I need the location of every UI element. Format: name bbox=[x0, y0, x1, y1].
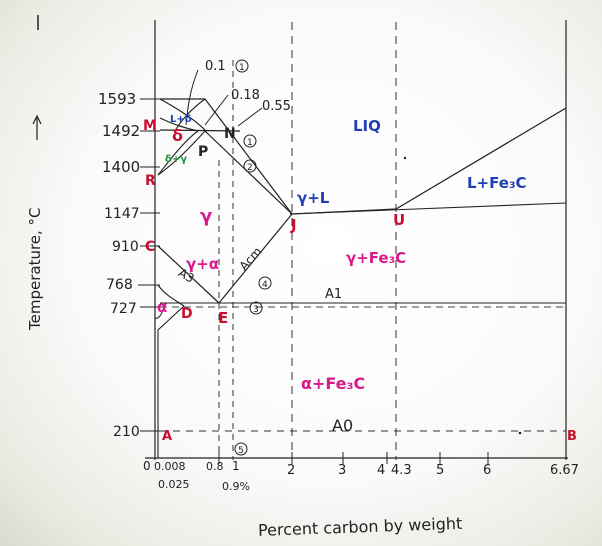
y-tick-727: 727 bbox=[110, 301, 137, 317]
acm-line bbox=[218, 213, 293, 304]
y-tick-1492: 1492 bbox=[102, 122, 140, 140]
region-L-Fe3C: L+Fe₃C bbox=[467, 174, 527, 192]
a3-line bbox=[157, 245, 220, 304]
region-delta-L: L+δ bbox=[170, 114, 192, 125]
x-tick-0008: 0.008 bbox=[154, 460, 186, 473]
point-A: A bbox=[162, 429, 172, 444]
x-tick-5: 5 bbox=[436, 463, 444, 478]
point-D: D bbox=[181, 306, 193, 322]
svg-text:1: 1 bbox=[239, 63, 245, 73]
point-R: R bbox=[145, 173, 156, 189]
circled-4: 4 bbox=[258, 276, 272, 290]
y-axis-arrowhead bbox=[32, 114, 42, 125]
x-tick-0025: 0.025 bbox=[158, 478, 190, 491]
circled-1b: 1 bbox=[243, 134, 257, 148]
label-A1: A1 bbox=[325, 287, 342, 302]
x-tick-3: 3 bbox=[338, 463, 346, 478]
x-tick-2: 2 bbox=[287, 463, 295, 478]
region-alpha: α bbox=[157, 298, 167, 316]
alpha-boundary bbox=[154, 302, 167, 319]
point-J: J bbox=[290, 216, 297, 234]
region-liq: LIQ bbox=[353, 117, 381, 135]
point-U: U bbox=[393, 211, 405, 229]
x-tick-6: 6 bbox=[483, 463, 491, 478]
region-delta-gamma: δ+γ bbox=[165, 154, 187, 165]
x-tick-09pct: 0.9% bbox=[222, 480, 250, 493]
point-M: M bbox=[143, 118, 157, 134]
point-P: P bbox=[198, 144, 208, 160]
point-C: C bbox=[145, 239, 155, 255]
peritectic bbox=[159, 129, 241, 132]
svg-text:4: 4 bbox=[262, 280, 268, 290]
region-gamma-Fe3C: γ+Fe₃C bbox=[346, 249, 406, 267]
point-E: E bbox=[218, 309, 228, 327]
label-A0: A0 bbox=[332, 416, 353, 435]
solidus-l1 bbox=[174, 98, 206, 132]
annot-055: 0.55 bbox=[262, 99, 291, 114]
x-tick-667: 6.67 bbox=[550, 463, 579, 478]
annot-01: 0.1 bbox=[205, 59, 226, 74]
solvus bbox=[157, 305, 185, 458]
label-Acm: Acm bbox=[237, 244, 265, 273]
svg-text:2: 2 bbox=[247, 163, 253, 173]
circled-2: 2 bbox=[243, 159, 257, 173]
svg-text:3: 3 bbox=[253, 305, 259, 315]
y-tick-1147: 1147 bbox=[104, 206, 140, 222]
ink-dot-2 bbox=[403, 156, 407, 160]
x-tick-08: 0.8 bbox=[206, 460, 224, 473]
y-tick-768: 768 bbox=[106, 277, 133, 293]
point-delta: δ bbox=[172, 126, 183, 145]
y-tick-910: 910 bbox=[112, 239, 139, 255]
arrow-018 bbox=[204, 94, 229, 126]
circled-5: 5 bbox=[234, 442, 248, 456]
point-B: B bbox=[567, 429, 577, 444]
label-A3: A3 bbox=[176, 266, 197, 286]
x-tick-43: 4.3 bbox=[391, 463, 412, 478]
y-tick-1593: 1593 bbox=[98, 90, 136, 108]
x-tick-1: 1 bbox=[232, 459, 240, 473]
svg-text:5: 5 bbox=[238, 446, 244, 456]
region-gamma-alpha: γ+α bbox=[186, 255, 219, 273]
point-N: N bbox=[224, 126, 236, 142]
arrow-01 bbox=[185, 69, 199, 126]
svg-text:1: 1 bbox=[247, 138, 253, 148]
y-axis-label: Temperature, °C bbox=[26, 207, 44, 331]
circled-1: 1 bbox=[235, 59, 249, 73]
y-tick-210: 210 bbox=[113, 424, 140, 440]
region-gamma-L: γ+L bbox=[297, 189, 330, 207]
x-tick-4: 4 bbox=[377, 463, 385, 478]
circled-3: 3 bbox=[249, 301, 263, 315]
delta-gamma-a bbox=[157, 130, 199, 176]
y-tick-1400: 1400 bbox=[102, 158, 140, 176]
x-tick-0: 0 bbox=[143, 459, 151, 473]
delta-gamma-b bbox=[157, 130, 206, 176]
arrow-055 bbox=[237, 107, 263, 127]
region-alpha-Fe3C: α+Fe₃C bbox=[301, 374, 365, 393]
solidus-JE bbox=[204, 130, 293, 215]
ink-dot bbox=[518, 431, 522, 435]
region-gamma: γ bbox=[200, 206, 212, 227]
x-axis-label: Percent carbon by weight bbox=[258, 514, 463, 540]
annot-018: 0.18 bbox=[231, 88, 260, 103]
a3-alpha bbox=[157, 284, 185, 307]
